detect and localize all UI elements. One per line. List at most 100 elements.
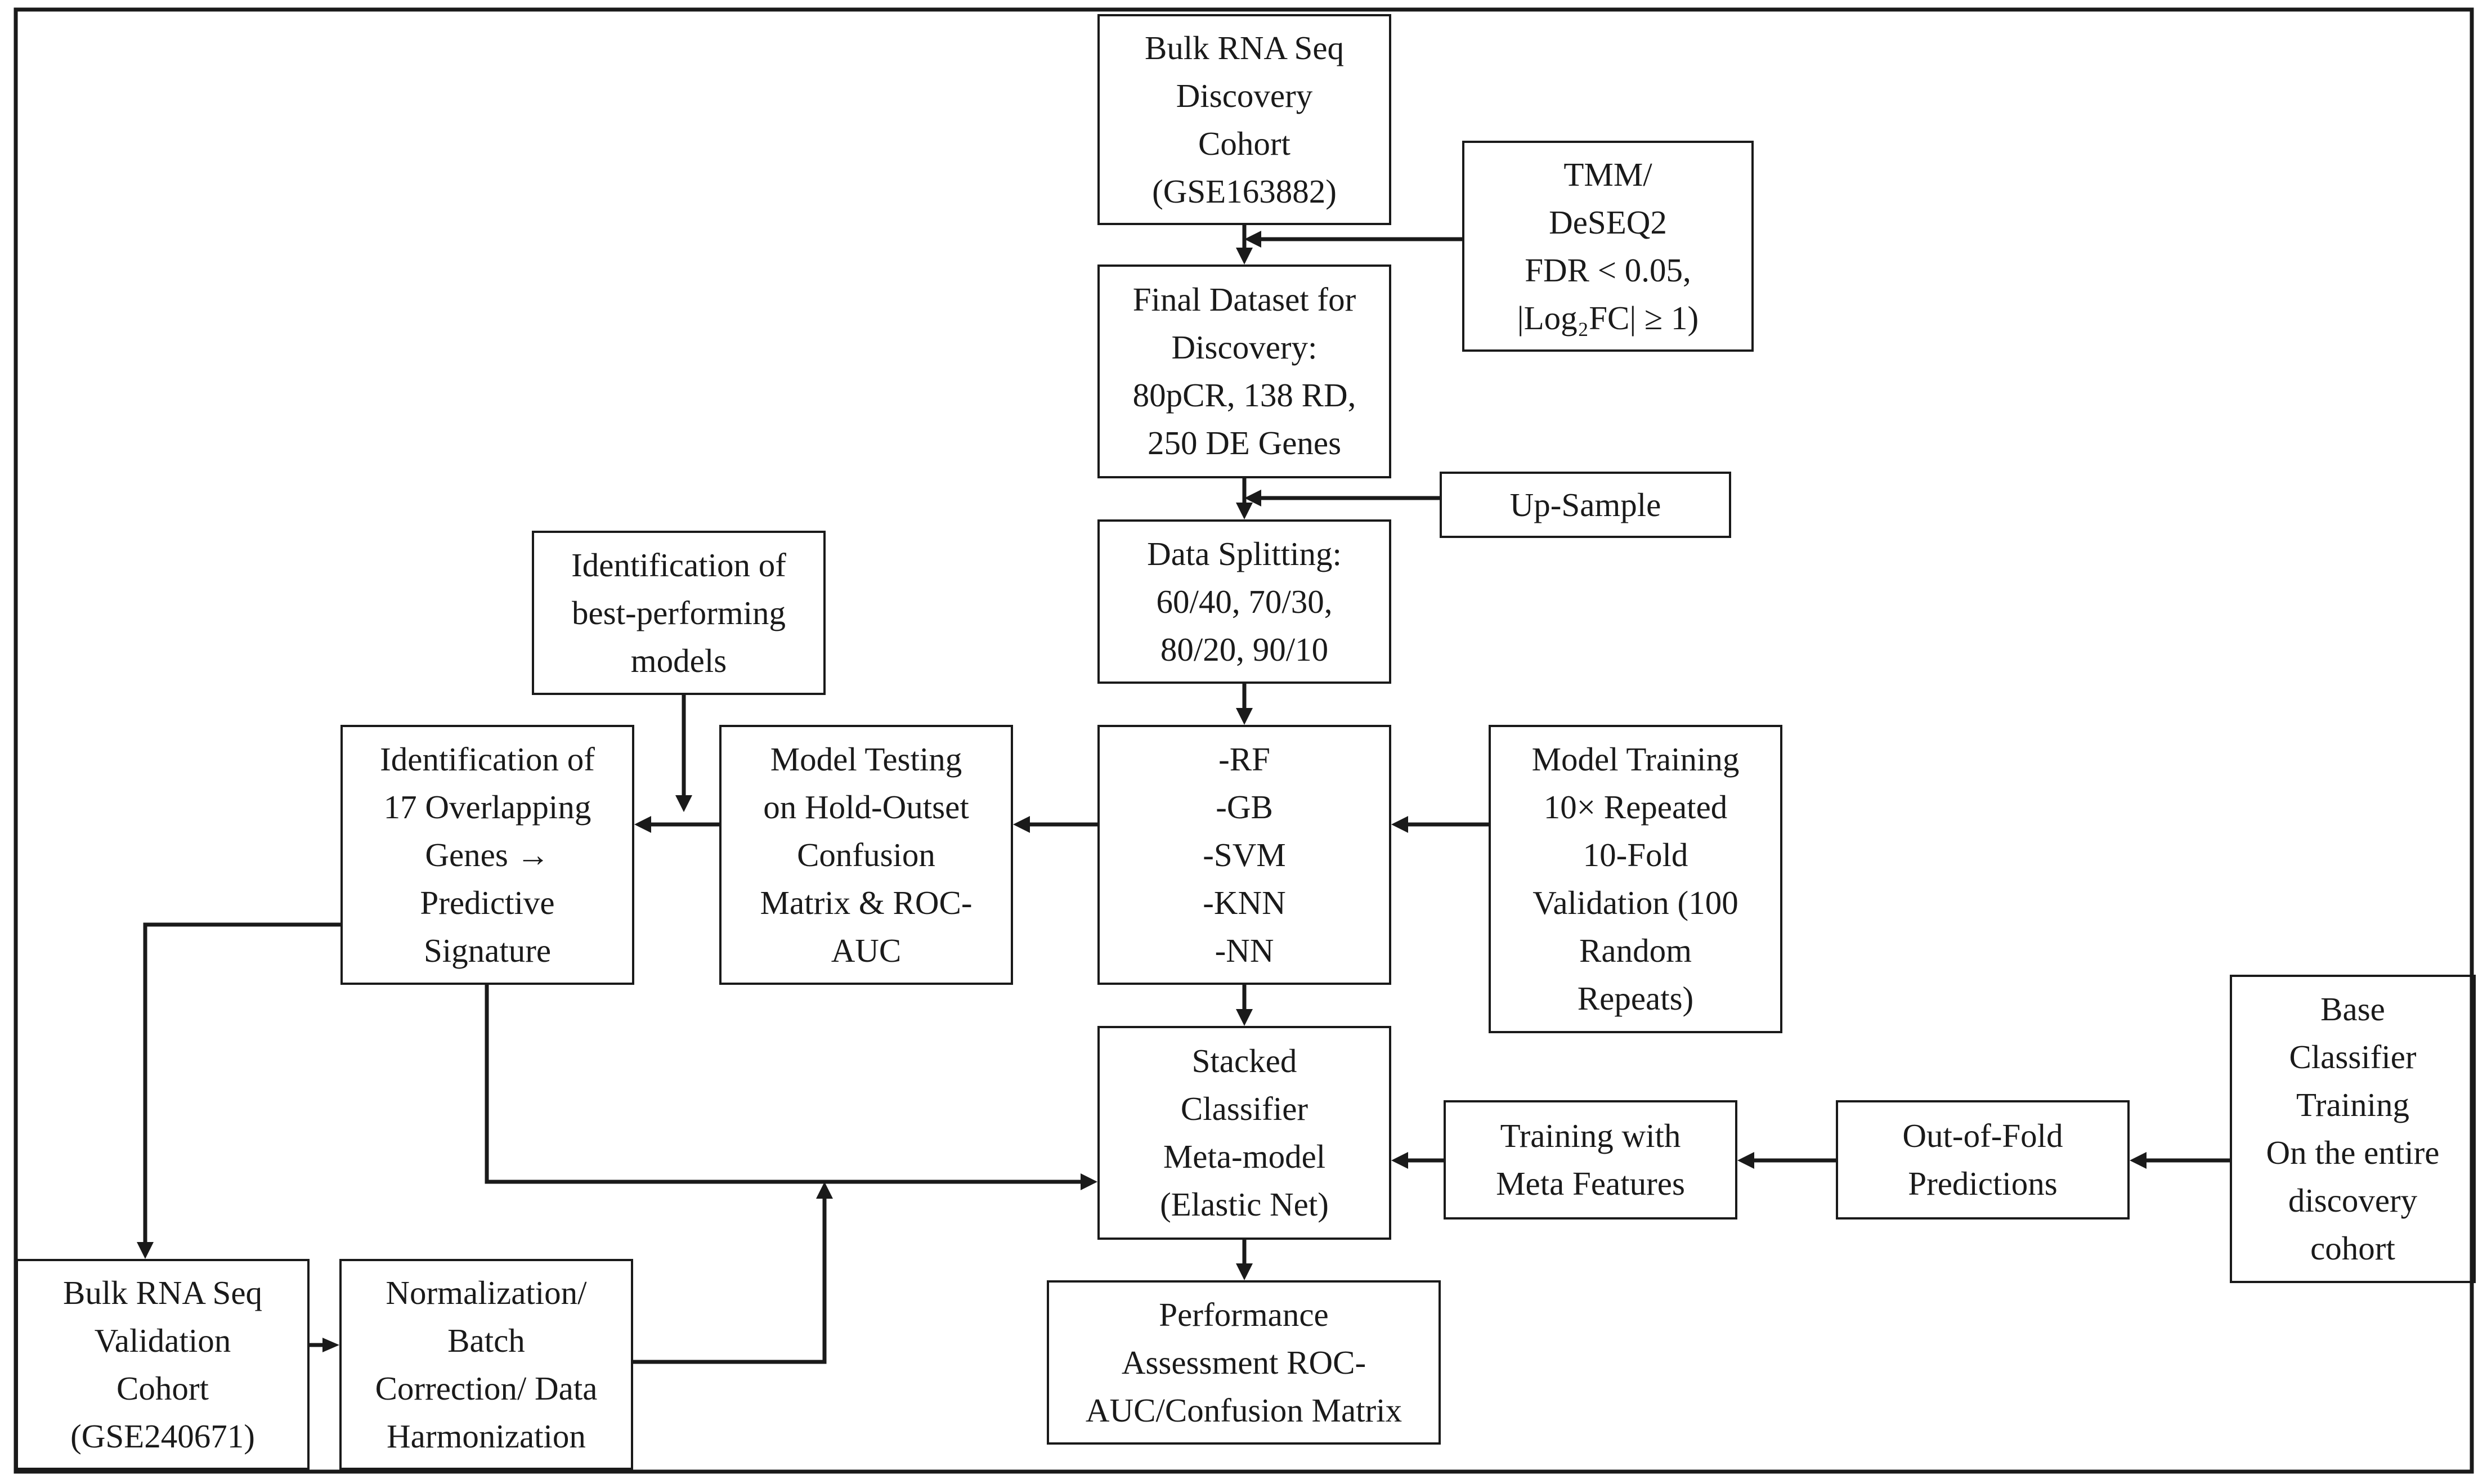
box-text-line: -RF <box>1218 740 1270 778</box>
data-splitting-box: Data Splitting:60/40, 70/30,80/20, 90/10 <box>1097 519 1391 684</box>
box-text-line: models <box>630 642 727 679</box>
box-text-line: discovery <box>2288 1182 2418 1219</box>
box-text-line: Identification of <box>380 740 595 778</box>
box-text-line: Up-Sample <box>1509 486 1661 523</box>
arrowhead-icon <box>1013 816 1030 833</box>
box-text-line: AUC <box>831 931 902 969</box>
box-text-line: Out-of-Fold <box>1902 1117 2063 1154</box>
box-text-line: Model Testing <box>770 740 962 778</box>
box-text-line: FDR < 0.05, <box>1525 251 1691 289</box>
arrowhead-icon <box>2130 1152 2147 1169</box>
box-text-line: Meta Features <box>1496 1165 1685 1202</box>
arrowhead-icon <box>1244 490 1261 506</box>
arrowhead-icon <box>1391 816 1408 833</box>
box-text-line: Repeats) <box>1577 980 1694 1017</box>
box-text-line: Classifier <box>1180 1090 1309 1127</box>
box-text-line: Validation (100 <box>1532 884 1738 921</box>
box-text-line: Final Dataset for <box>1132 281 1356 318</box>
box-text-line: Stacked <box>1191 1042 1297 1079</box>
box-text-line: Signature <box>423 931 552 969</box>
box-text-line: Base <box>2320 990 2385 1028</box>
box-text-line: Predictions <box>1908 1165 2058 1202</box>
arrowhead-icon <box>675 795 692 812</box>
arrowhead-icon <box>1236 1009 1253 1026</box>
box-text-line: Cohort <box>1198 124 1290 162</box>
arrowhead-icon <box>1236 708 1253 725</box>
box-text-line: DeSEQ2 <box>1549 203 1667 241</box>
arrowhead-icon <box>1391 1152 1408 1169</box>
box-text-line: |Log₂FC| ≥ 1) <box>1517 299 1699 337</box>
arrow-normalization-to-stacked <box>633 1199 827 1364</box>
splitting-text: Data Splitting:60/40, 70/30,80/20, 90/10 <box>1147 530 1342 674</box>
box-text-line: Predictive <box>420 884 555 921</box>
box-text-line: 17 Overlapping <box>383 788 591 826</box>
box-text-line: Batch <box>447 1321 525 1359</box>
arrowhead-icon <box>634 816 651 833</box>
upsample-text: Up-Sample <box>1510 481 1661 529</box>
arrowhead-icon <box>1244 231 1261 248</box>
box-text-line: AUC/Confusion Matrix <box>1085 1391 1402 1429</box>
box-text-line: 10-Fold <box>1583 836 1688 873</box>
box-text-line: Identification of <box>571 546 786 584</box>
box-text-line: TMM/ <box>1563 155 1652 193</box>
arrow-overlap-to-stacked <box>485 985 1081 1184</box>
box-text-line: Discovery: <box>1171 329 1318 366</box>
models-text: -RF-GB-SVM-KNN-NN <box>1203 736 1286 975</box>
box-text-line: Model Training <box>1531 741 1740 778</box>
box-text-line: 250 DE Genes <box>1147 424 1342 461</box>
box-text-line: Performance <box>1159 1295 1329 1333</box>
box-text-line: (GSE163882) <box>1152 172 1337 210</box>
box-text-line: Random <box>1579 932 1692 969</box>
box-text-line: 80pCR, 138 RD, <box>1132 376 1356 414</box>
box-text-line: -GB <box>1216 788 1273 826</box>
arrowhead-icon <box>1737 1152 1754 1169</box>
box-text-line: On the entire <box>2266 1134 2440 1171</box>
box-text-line: Validation <box>94 1321 231 1359</box>
box-text-line: Assessment ROC- <box>1121 1343 1366 1381</box>
arrowhead-icon <box>137 1242 154 1259</box>
box-text-line: -NN <box>1215 931 1274 969</box>
box-text-line: Matrix & ROC- <box>760 884 973 921</box>
arrow-overlap-to-validation <box>143 922 340 1242</box>
box-text-line: Bulk RNA Seq <box>62 1274 263 1311</box>
box-text-line: -SVM <box>1203 836 1286 873</box>
box-text-line: Cohort <box>116 1369 209 1407</box>
box-text-line: (Elastic Net) <box>1160 1186 1329 1223</box>
box-text-line: Confusion <box>797 836 935 873</box>
box-text-line: (GSE240671) <box>70 1417 255 1455</box>
box-text-line: Training <box>2296 1086 2410 1123</box>
arrowhead-icon <box>322 1338 339 1352</box>
box-text-line: Training with <box>1500 1117 1681 1154</box>
box-text-line: Correction/ Data <box>375 1369 598 1407</box>
box-text-line: 60/40, 70/30, <box>1156 582 1333 620</box>
box-text-line: cohort <box>2310 1230 2395 1267</box>
box-text-line: Discovery <box>1176 77 1313 114</box>
box-text-line: on Hold-Outset <box>763 788 969 826</box>
box-text-line: 80/20, 90/10 <box>1160 630 1329 668</box>
ml-models-box: -RF-GB-SVM-KNN-NN <box>1097 725 1391 985</box>
arrowhead-icon <box>1236 248 1253 264</box>
up-sample-box: Up-Sample <box>1440 472 1731 538</box>
arrowhead-icon <box>1236 1263 1253 1280</box>
box-text-line: Genes → <box>425 836 550 873</box>
